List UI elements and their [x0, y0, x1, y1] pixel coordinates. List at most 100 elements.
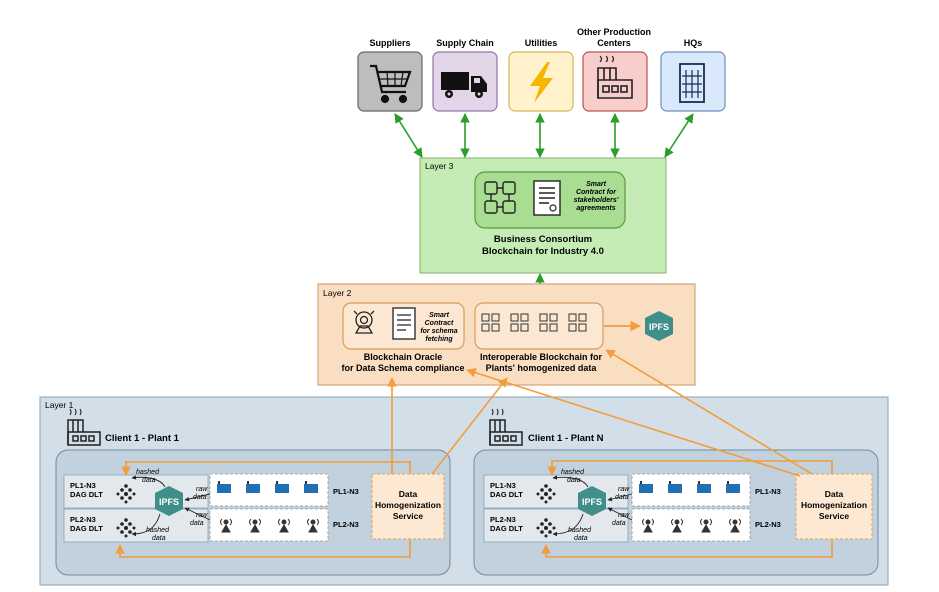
- smart-contract-label: for schema: [420, 328, 457, 335]
- layer-3: Layer 3 Smart Contract for stakeholders'…: [419, 157, 667, 274]
- line-label: PL1-N3: [333, 487, 359, 496]
- homogenization-service-box: [371, 473, 445, 540]
- machine-icons: [639, 481, 740, 493]
- document-icon: [533, 180, 561, 216]
- production-line-box: [209, 508, 329, 542]
- stakeholder-links: [394, 113, 694, 158]
- stakeholder-utilities: Utilities: [508, 38, 574, 112]
- interop-blockchain-box: [474, 302, 604, 350]
- hashed-data-label: hashed: [136, 469, 160, 476]
- machine-icons: [217, 481, 318, 493]
- dag-dlt-box: [483, 508, 629, 543]
- layer-3-title: Business Consortium: [494, 234, 592, 245]
- raw-data-label: raw: [618, 512, 630, 519]
- dag-dlt-box: [63, 474, 209, 509]
- raw-data-label: raw: [196, 512, 208, 519]
- service-label: Homogenization: [801, 500, 867, 510]
- interop-title: Plants' homogenized data: [486, 363, 598, 373]
- dag-dlt-box: [63, 508, 209, 543]
- plant-internal-arrows: [552, 475, 633, 537]
- dag-label: PL2-N3: [490, 515, 516, 524]
- hashed-data-label: data: [142, 477, 156, 484]
- raw-data-label: data: [190, 520, 204, 527]
- line-label: PL1-N3: [755, 487, 781, 496]
- ipfs-icon: IPFS: [578, 486, 606, 516]
- hashed-data-label: data: [567, 477, 581, 484]
- sensor-icons: [642, 518, 741, 533]
- raw-data-label: raw: [196, 486, 208, 493]
- dag-label: PL1-N3: [490, 481, 516, 490]
- plant-title: Client 1 - Plant N: [528, 433, 604, 444]
- layer-2-tag: Layer 2: [323, 288, 352, 298]
- layer-3-tag: Layer 3: [425, 161, 454, 171]
- stakeholder-box: [660, 51, 726, 112]
- stakeholder-box: [582, 51, 648, 112]
- factory-icon: [489, 408, 523, 446]
- stakeholder-label: Supply Chain: [436, 38, 494, 48]
- layer-2: Layer 2 Smart Contract for schema fetchi…: [317, 283, 696, 386]
- blockchain-icon: [484, 181, 516, 214]
- ipfs-label: IPFS: [159, 497, 179, 507]
- factory-icon: [67, 408, 101, 446]
- smart-contract-label: stakeholders': [574, 197, 619, 204]
- stakeholder-label: HQs: [684, 38, 703, 48]
- service-label: Data: [825, 489, 844, 499]
- dag-label: DAG DLT: [490, 524, 523, 533]
- plant-n: Client 1 - Plant N PL1-N3 DAG DLT PL2-N3…: [466, 349, 879, 576]
- production-line-box: [631, 508, 751, 542]
- dag-label: PL1-N3: [70, 481, 96, 490]
- layer-3-title: Blockchain for Industry 4.0: [482, 246, 604, 257]
- raw-data-label: raw: [618, 486, 630, 493]
- dag-label: DAG DLT: [70, 524, 103, 533]
- stakeholder-other-production-centers: Other Production Centers: [577, 27, 651, 112]
- service-label: Service: [819, 511, 850, 521]
- hashed-data-label: hashed: [568, 527, 592, 534]
- stakeholder-label: Utilities: [525, 38, 558, 48]
- oracle-title: for Data Schema compliance: [341, 363, 464, 373]
- plant-orange-arrows: [466, 349, 833, 558]
- smart-contract-label: Contract for: [576, 189, 617, 196]
- line-label: PL2-N3: [333, 520, 359, 529]
- dag-label: DAG DLT: [490, 490, 523, 499]
- ipfs-label: IPFS: [649, 322, 669, 332]
- ipfs-label: IPFS: [582, 497, 602, 507]
- homogenization-service-box: [795, 473, 873, 540]
- stakeholder-suppliers: Suppliers: [357, 38, 423, 112]
- oracle-icon: [353, 310, 375, 334]
- plant-1: Client 1 - Plant 1 PL1-N3 DAG DLT PL2-N3…: [55, 377, 508, 576]
- ipfs-icon: IPFS: [645, 311, 673, 341]
- stakeholder-hqs: HQs: [660, 38, 726, 112]
- office-building-icon: [679, 63, 705, 103]
- interop-title: Interoperable Blockchain for: [480, 352, 603, 362]
- service-label: Service: [393, 511, 424, 521]
- hashed-data-label: data: [574, 535, 588, 542]
- service-label: Data: [399, 489, 418, 499]
- stakeholder-label: Suppliers: [369, 38, 410, 48]
- lightning-icon: [530, 62, 553, 103]
- stakeholder-box: [357, 51, 423, 112]
- stakeholder-supply-chain: Supply Chain: [432, 38, 498, 112]
- smart-contract-label: agreements: [576, 205, 615, 212]
- sensor-icons: [220, 518, 319, 533]
- layer-1-tag: Layer 1: [45, 400, 74, 410]
- hashed-data-label: hashed: [561, 469, 585, 476]
- iota-icon: [536, 484, 556, 504]
- raw-data-label: data: [615, 494, 629, 501]
- iota-icon: [536, 518, 556, 538]
- stakeholder-label: Other Production: [577, 27, 651, 37]
- iota-icon: [116, 484, 136, 504]
- oracle-title: Blockchain Oracle: [364, 352, 443, 362]
- raw-data-label: data: [612, 520, 626, 527]
- smart-contract-label: Contract: [425, 320, 454, 327]
- iota-icon: [116, 518, 136, 538]
- hashed-data-label: data: [152, 535, 166, 542]
- dag-label: PL2-N3: [70, 515, 96, 524]
- hashed-data-label: hashed: [146, 527, 170, 534]
- plant-title: Client 1 - Plant 1: [105, 433, 180, 444]
- smart-contract-label: Smart: [429, 312, 450, 319]
- line-label: PL2-N3: [755, 520, 781, 529]
- plant-orange-arrows: [115, 377, 508, 558]
- factory-icon: [597, 55, 633, 99]
- dag-label: DAG DLT: [70, 490, 103, 499]
